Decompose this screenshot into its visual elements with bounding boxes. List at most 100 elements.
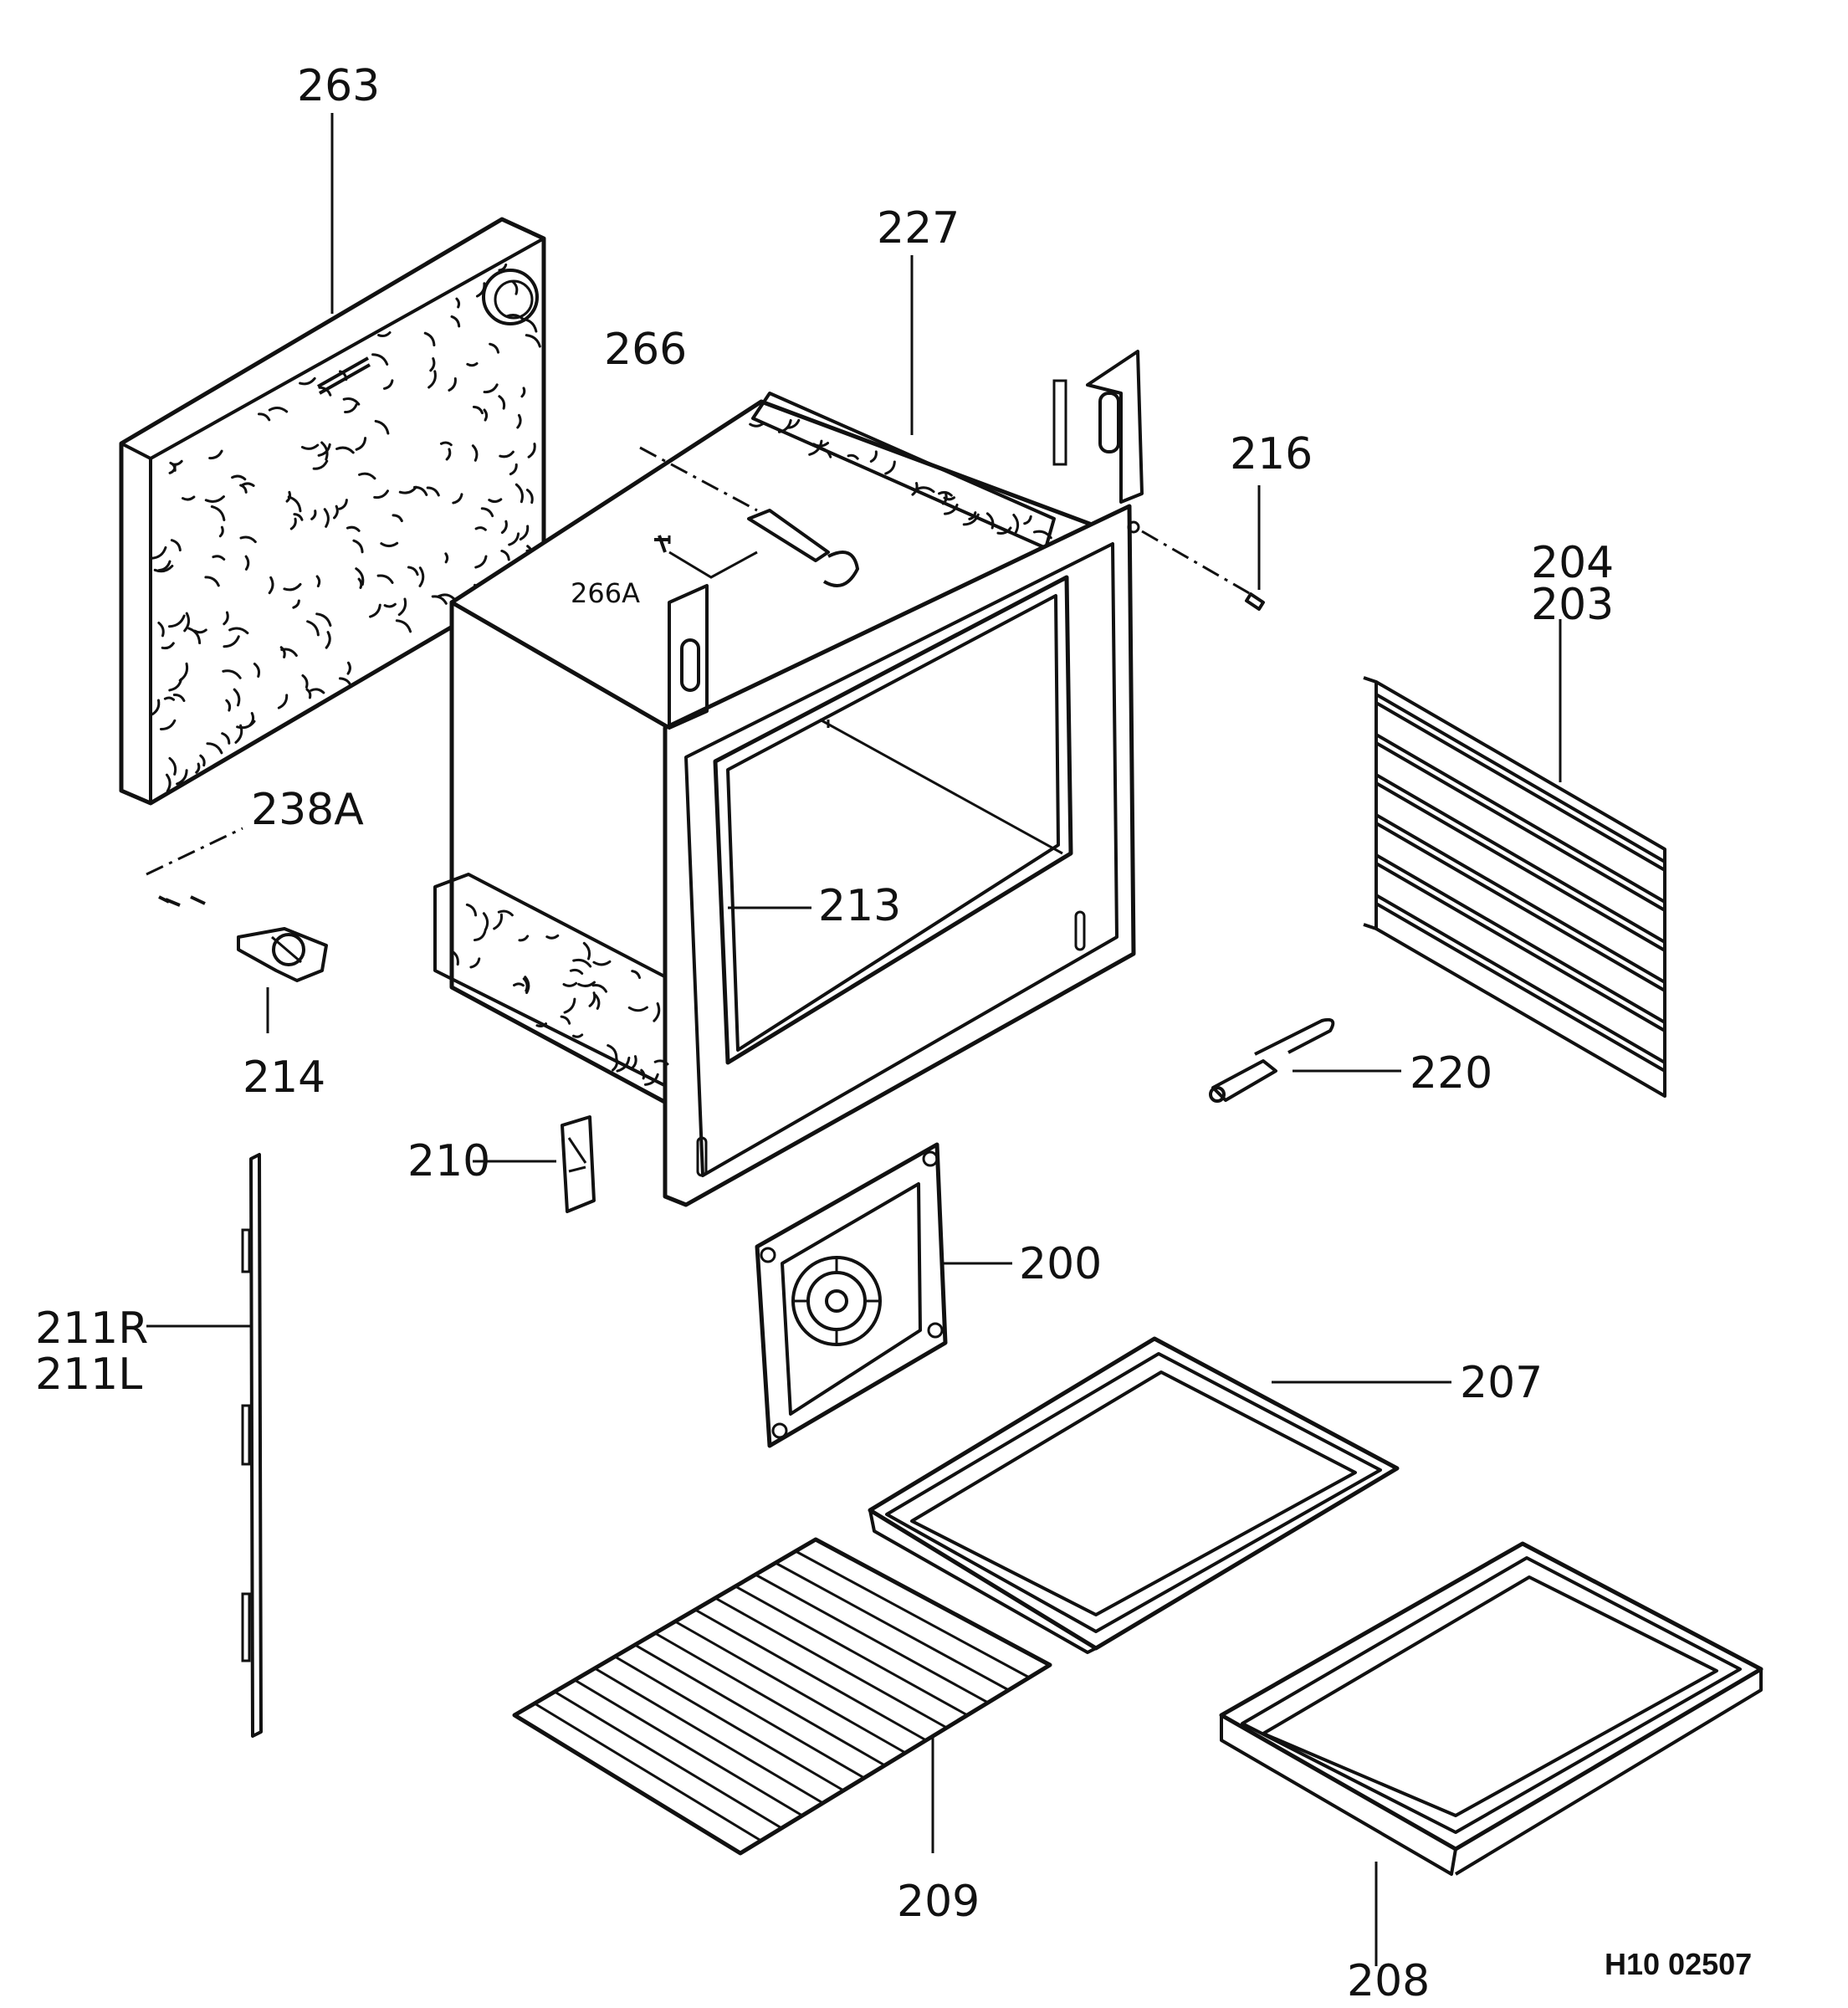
texture-mark [253,663,261,678]
texture-mark [914,486,935,494]
texture-mark [398,485,417,494]
texture-mark [498,263,508,272]
texture-mark [653,1001,661,1022]
texture-mark [150,546,167,560]
texture-mark [335,446,355,454]
texture-mark [223,611,229,626]
texture-mark [223,635,240,648]
texture-mark [535,1022,548,1028]
latch-210 [473,1115,596,1213]
texture-mark [498,395,506,410]
texture-mark [571,1033,584,1038]
texture-mark [373,489,389,499]
texture-mark [437,593,455,600]
shelf-bar [735,1585,969,1717]
label-227: 227 [877,203,960,254]
texture-mark [352,539,364,554]
texture-mark [514,483,524,504]
texture-mark [938,490,953,497]
texture-mark [525,334,541,348]
texture-mark [474,930,487,942]
shelf-bar [554,1690,783,1830]
texture-mark [338,499,348,510]
texture-mark [169,461,177,472]
texture-mark [1023,515,1032,525]
texture-mark [493,913,504,930]
texture-mark [943,496,956,501]
texture-mark [344,403,358,414]
texture-mark [483,383,499,394]
texture-mark [450,315,461,328]
texture-mark [383,602,397,608]
texture-mark [996,526,1012,535]
texture-mark [333,505,339,520]
texture-mark [423,331,436,347]
texture-mark [222,669,242,679]
shelf-bar [775,1561,1010,1692]
texture-mark [153,564,174,573]
texture-mark [346,525,361,532]
texture-mark [643,1073,659,1086]
shelf-bar [634,1643,865,1780]
label-200: 200 [1019,1239,1102,1289]
texture-mark [315,612,332,628]
texture-mark [221,732,231,745]
texture-mark [592,960,612,966]
texture-mark [962,513,980,526]
texture-mark [212,555,226,561]
texture-mark [653,1059,669,1066]
texture-mark [627,1006,648,1012]
texture-mark [325,631,331,649]
texture-mark [577,981,596,987]
texture-mark [397,597,407,617]
texture-mark [472,405,484,415]
deep-tray-208 [1219,1541,1764,1966]
texture-mark [204,495,225,504]
screws-238a [146,827,243,907]
texture-mark [1012,513,1020,534]
shelf-bar [574,1678,803,1817]
texture-mark [465,903,478,917]
texture-mark [187,627,202,645]
texture-mark [355,437,367,451]
texture-mark [233,688,241,707]
texture-mark [369,603,381,618]
texture-mark [170,539,182,552]
texture-mark [299,376,316,386]
label-210: 210 [407,1136,490,1186]
texture-mark [355,567,365,587]
texture-mark [594,994,601,1010]
texture-mark [318,386,332,397]
texture-mark [418,566,425,587]
texture-mark [1032,530,1052,540]
texture-mark [469,957,481,969]
texture-mark [377,331,392,338]
texture-mark [301,674,309,689]
texture-mark [374,419,390,435]
texture-mark [777,418,792,433]
shelf-bar [694,1608,927,1742]
texture-mark [157,560,171,572]
runner-rail [1374,853,1666,1032]
shelf-bar [594,1667,824,1805]
texture-mark [497,909,514,917]
texture-mark [163,696,176,701]
texture-mark [357,577,363,589]
texture-mark [382,379,394,390]
texture-mark [488,498,503,504]
wire-shelf-209 [512,1537,1052,1856]
texture-mark [545,934,560,940]
label-211l: 211L [35,1350,142,1400]
texture-mark [524,976,530,995]
texture-mark [312,459,329,470]
texture-mark [444,552,449,564]
texture-mark [582,941,591,960]
label-220: 220 [1410,1048,1492,1099]
runner-rail [1374,813,1666,992]
texture-mark [310,510,317,520]
baking-tray-207 [868,1336,1451,1654]
label-263: 263 [297,61,380,111]
side-rail-211 [146,1153,263,1738]
texture-mark [808,439,823,456]
texture-mark [225,699,232,712]
